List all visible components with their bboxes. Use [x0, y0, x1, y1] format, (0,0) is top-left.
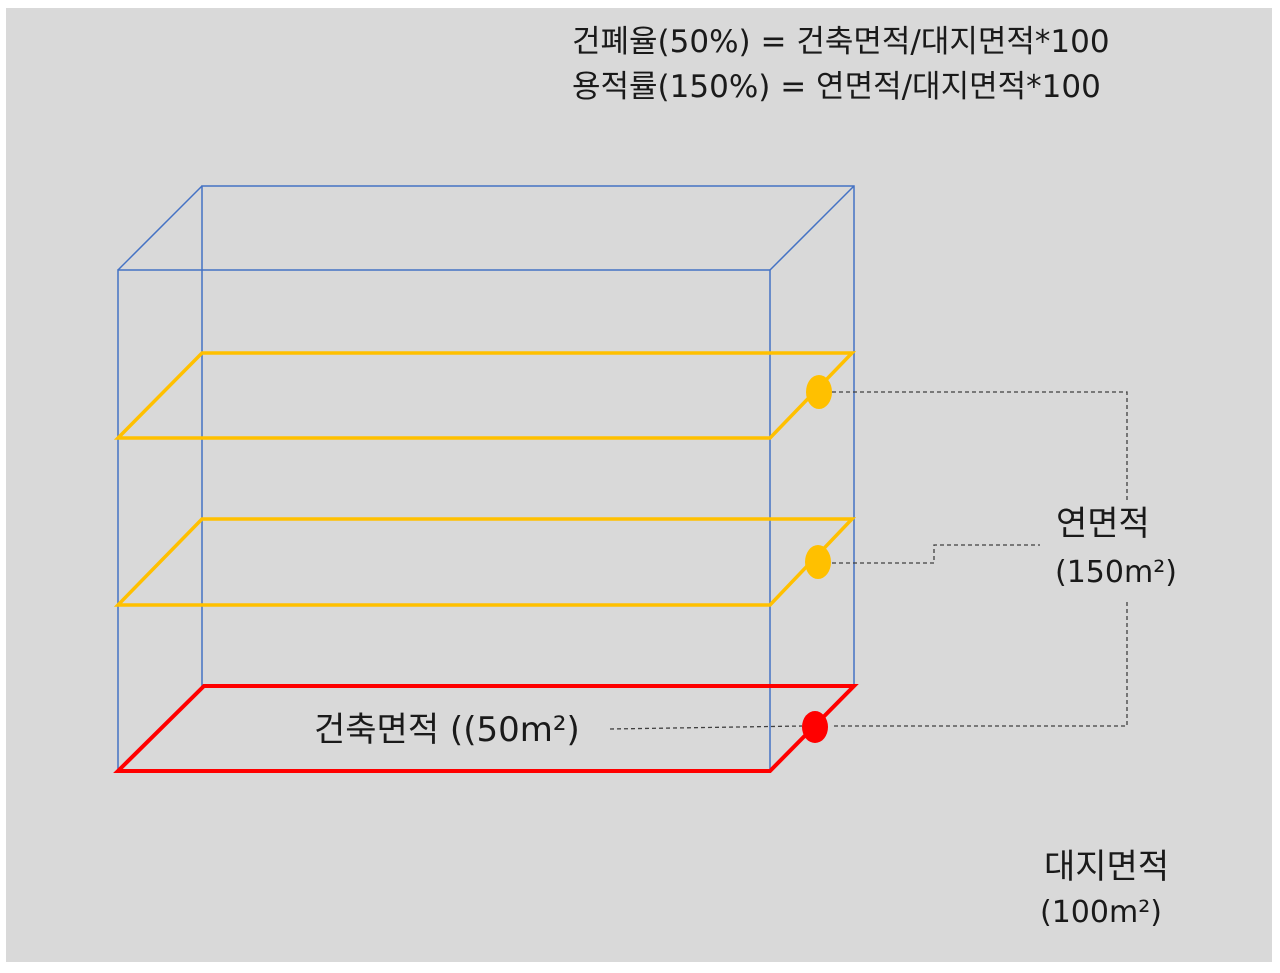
total-floor-area-value: (150m²): [1055, 555, 1177, 590]
second-floor-leader: [832, 544, 1040, 564]
third-floor-leader: [832, 391, 1128, 500]
building-area-label: 건축면적 ((50m²): [314, 710, 580, 750]
third-floor-marker: [806, 375, 832, 409]
site-area-value: (100m²): [1040, 895, 1162, 930]
ground-floor-marker: [802, 711, 828, 743]
leader-lines: [609, 391, 1128, 730]
diagram-background: [6, 8, 1272, 962]
ground-floor-plane: [113, 684, 859, 773]
second-floor-marker: [805, 545, 831, 579]
coverage-ratio-formula: 건폐율(50%) = 건축면적/대지면적*100: [572, 24, 1110, 60]
floor-area-ratio-formula: 용적률(150%) = 연면적/대지면적*100: [572, 69, 1101, 105]
second-floor-plane: [113, 517, 857, 607]
third-floor-plane: [113, 351, 857, 440]
site-area-title: 대지면적: [1044, 847, 1169, 887]
total-floor-area-title: 연면적: [1056, 504, 1150, 544]
